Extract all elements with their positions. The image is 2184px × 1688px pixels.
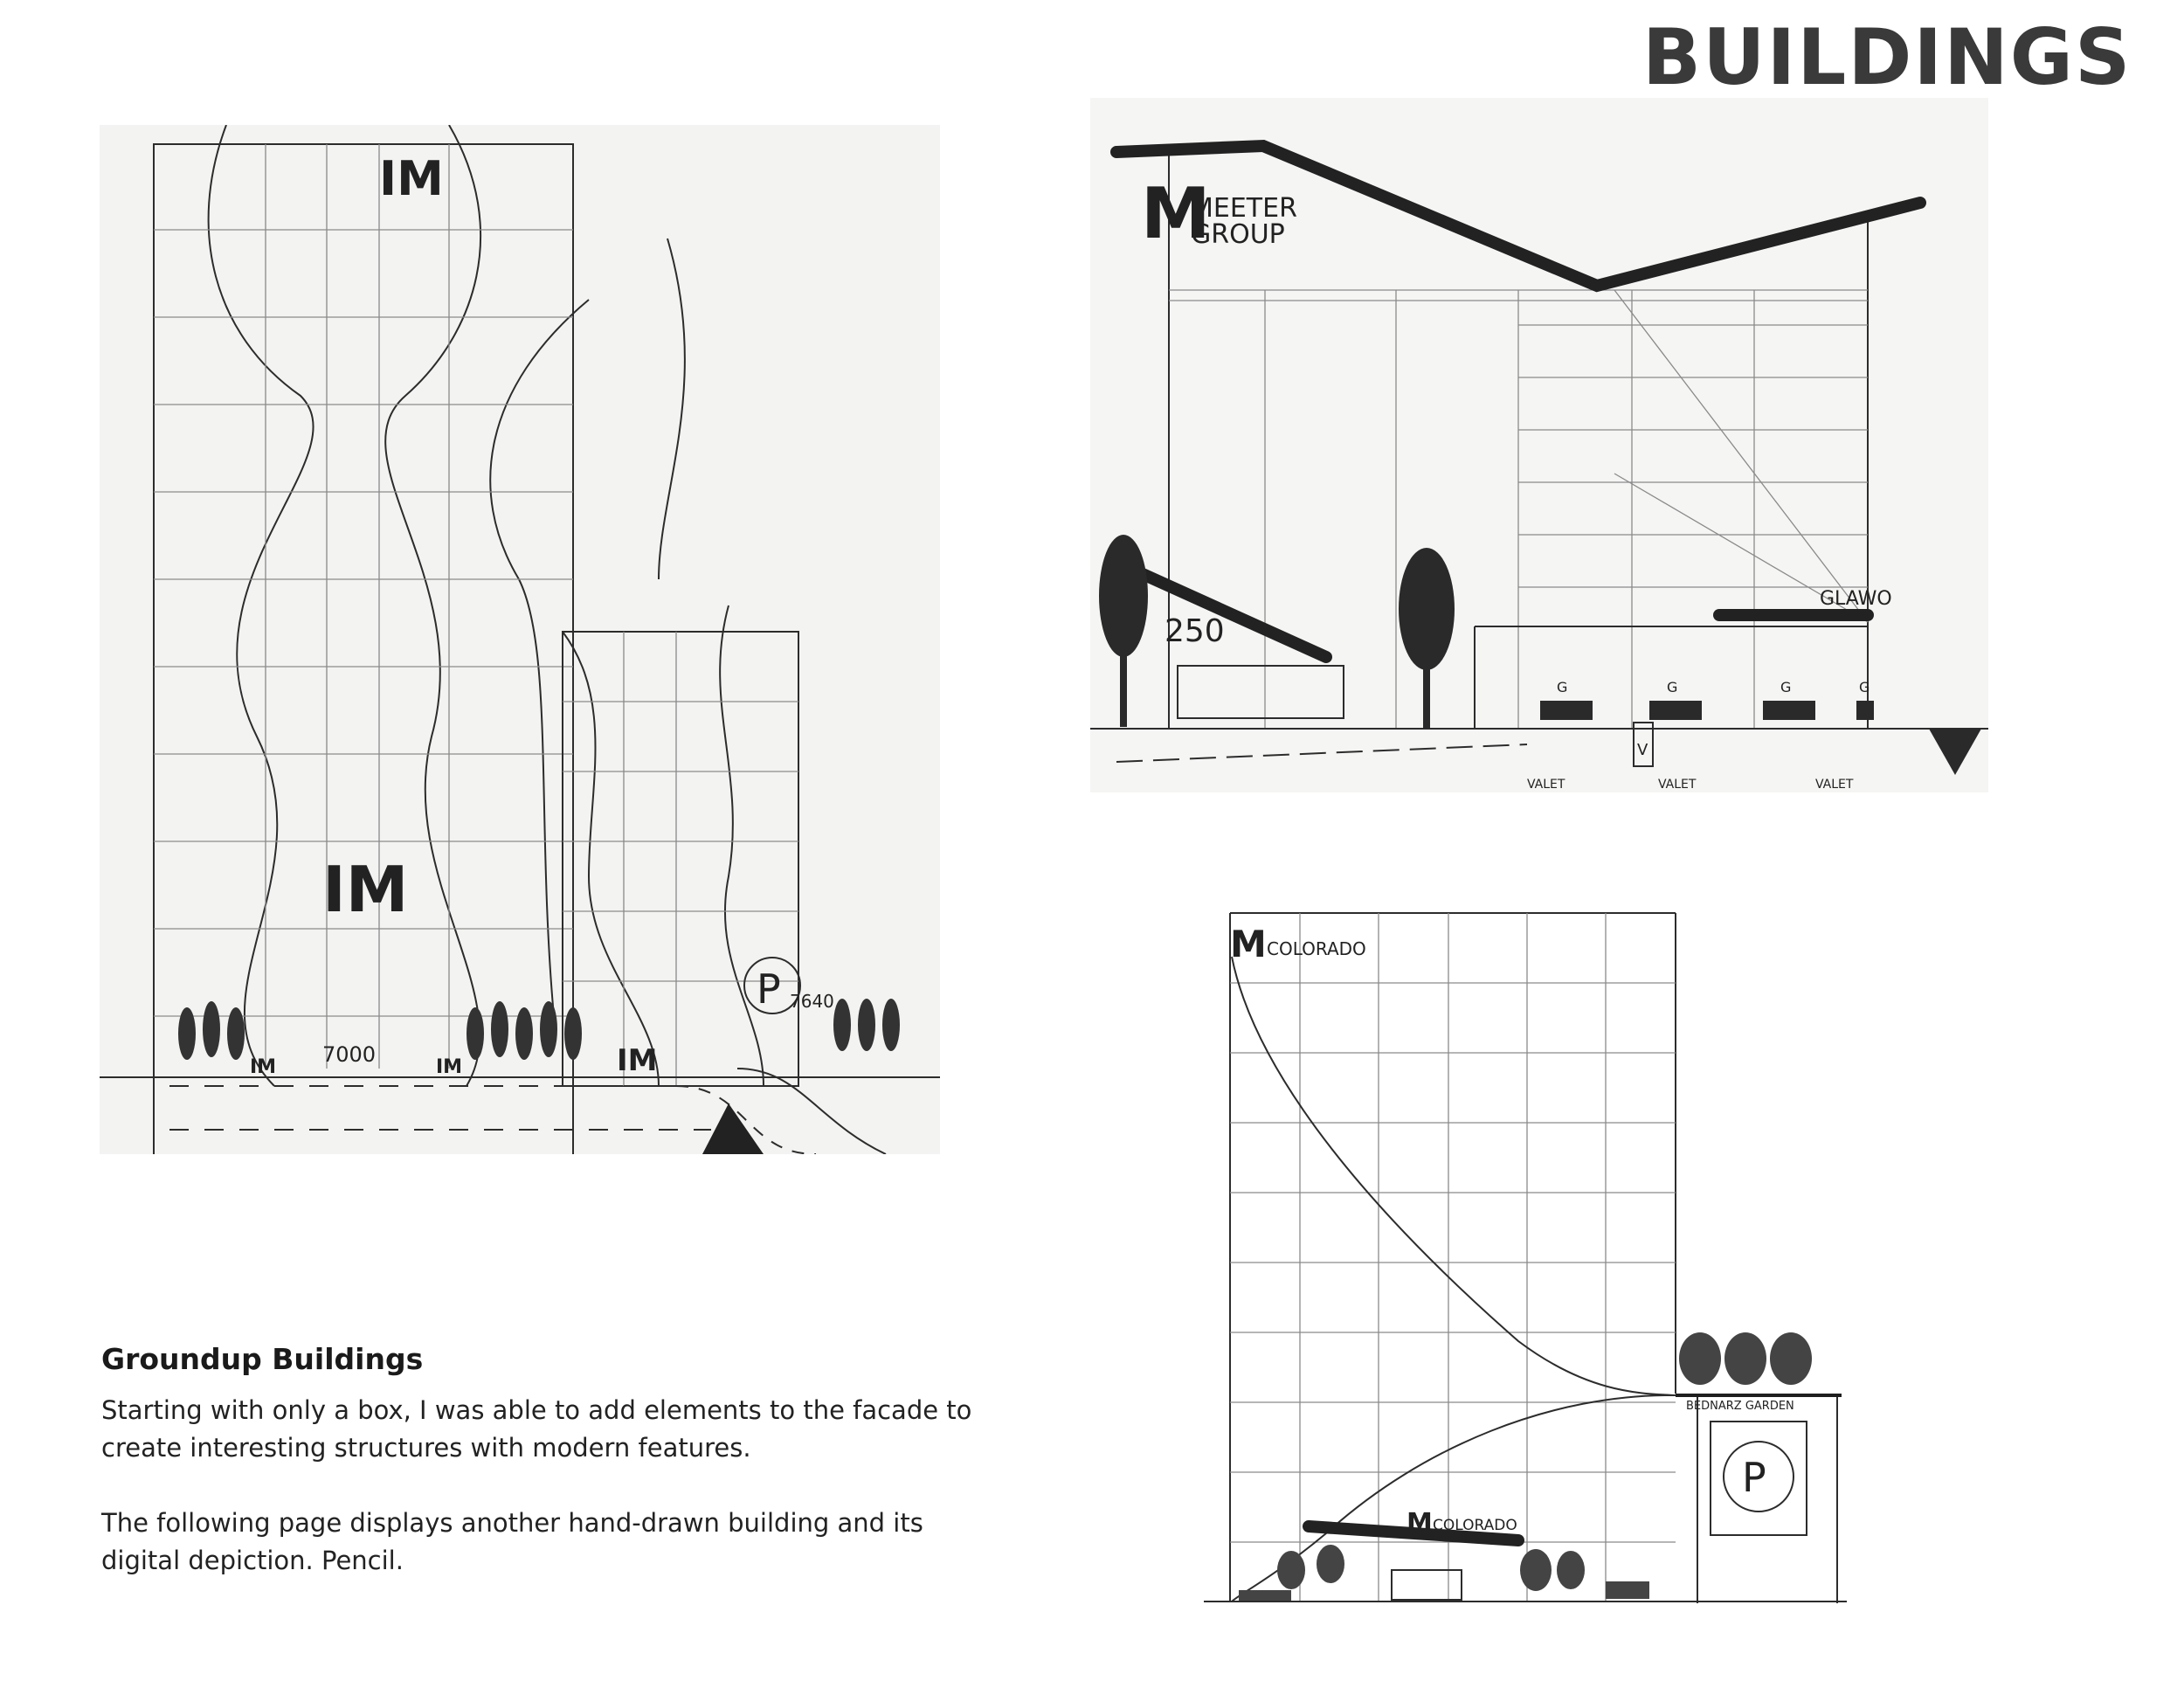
- address-main: 7000: [322, 1042, 376, 1067]
- logo-top: IM: [379, 151, 444, 206]
- caption-paragraph-1: Starting with only a box, I was able to …: [101, 1395, 972, 1463]
- store-letter-2: G: [1667, 679, 1677, 695]
- sketch-image-twin-towers: IM IM IM IM IM 7000 7640 P: [100, 125, 940, 1154]
- twin-towers-drawing: IM IM IM IM IM 7000 7640 P: [100, 125, 940, 1154]
- valet-ground-1: VALET: [1527, 778, 1565, 792]
- valet-sign: V: [1637, 741, 1648, 759]
- colorado-bottom-logo-text: COLORADO: [1433, 1517, 1517, 1534]
- page-title: BUILDINGS: [1642, 12, 2132, 102]
- sketch-image-colorado: M COLORADO M COLORADO BEDNARZ GARDEN P: [1204, 904, 1847, 1603]
- logo-middle: IM: [322, 853, 408, 926]
- colorado-top-logo-letter: M: [1230, 923, 1267, 965]
- colorado-bottom-logo-letter: M: [1406, 1508, 1433, 1539]
- logo-ground-3: IM: [617, 1043, 657, 1078]
- garage-parking-sign: P: [1742, 1454, 1766, 1501]
- parking-sign: P: [757, 965, 781, 1013]
- meeter-logo-letter: M: [1141, 173, 1211, 254]
- valet-ground-2: VALET: [1658, 778, 1697, 792]
- store-letter-1: G: [1557, 679, 1567, 695]
- glawo-sign: GLAWO: [1820, 588, 1892, 610]
- colorado-top-logo-text: COLORADO: [1267, 938, 1366, 959]
- logo-ground-2: IM: [436, 1056, 462, 1078]
- caption-block: Groundup Buildings Starting with only a …: [101, 1342, 992, 1617]
- colorado-drawing: M COLORADO M COLORADO BEDNARZ GARDEN P: [1204, 912, 1847, 1603]
- garden-sign: BEDNARZ GARDEN: [1686, 1400, 1794, 1413]
- caption-paragraph-2: The following page displays another hand…: [101, 1508, 923, 1575]
- store-letter-3: G: [1780, 679, 1791, 695]
- store-letter-4: G: [1859, 679, 1870, 695]
- address-side: 7640: [790, 991, 834, 1012]
- meeter-logo-line2: GROUP: [1191, 219, 1285, 250]
- building-number: 250: [1165, 613, 1225, 649]
- meeter-group-drawing: M MEETER GROUP 250 GLAWO G G G G V VALET…: [1090, 139, 1988, 792]
- meeter-logo-line1: MEETER: [1191, 193, 1297, 224]
- logo-ground-1: IM: [250, 1056, 276, 1078]
- valet-ground-3: VALET: [1815, 778, 1854, 792]
- sketch-image-meeter-group: M MEETER GROUP 250 GLAWO G G G G V VALET…: [1090, 98, 1988, 792]
- caption-heading: Groundup Buildings: [101, 1342, 424, 1376]
